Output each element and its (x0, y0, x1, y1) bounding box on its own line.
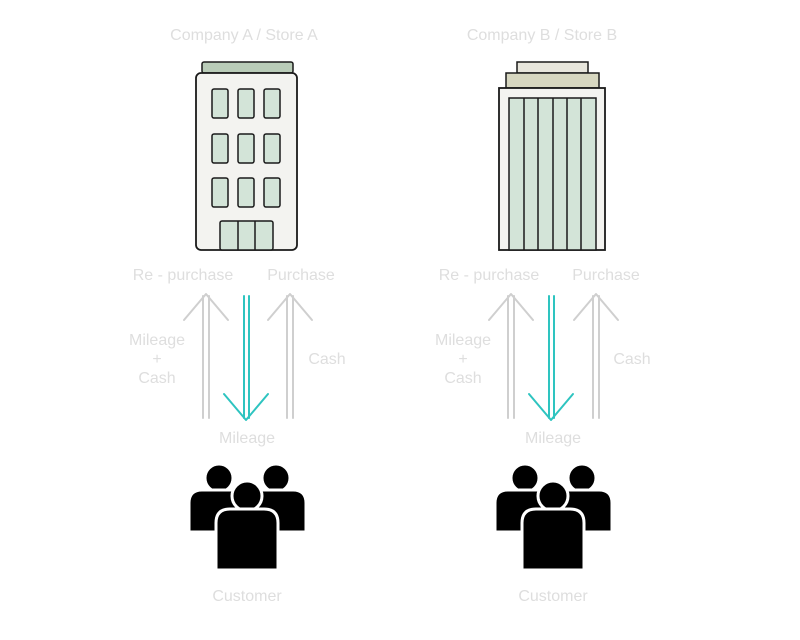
mileage-cash-label: Mileage + Cash (129, 331, 185, 388)
mileage-cash-line-1: Mileage (434, 332, 492, 349)
mileage-cash-line-2: + (152, 351, 162, 368)
company-label: Company A / Store A (170, 27, 318, 44)
purchase-arrow-icon (267, 293, 313, 419)
repurchase-arrow-icon (183, 293, 229, 419)
purchase-arrow-icon (573, 293, 619, 419)
mileage-cash-line-2: + (458, 351, 468, 368)
mileage-label: Mileage (218, 430, 276, 447)
customer-label: Customer (212, 588, 282, 605)
cash-label: Cash (613, 351, 651, 368)
customer-label: Customer (518, 588, 588, 605)
mileage-cash-line-3: Cash (138, 370, 176, 387)
company-label: Company B / Store B (466, 27, 618, 44)
mileage-arrow-icon (223, 295, 269, 421)
repurchase-label: Re - purchase (438, 267, 540, 284)
mileage-cash-line-1: Mileage (128, 332, 186, 349)
mileage-label: Mileage (524, 430, 582, 447)
purchase-label: Purchase (572, 267, 640, 284)
mileage-cash-label: Mileage + Cash (435, 331, 491, 388)
purchase-label: Purchase (267, 267, 335, 284)
repurchase-arrow-icon (488, 293, 534, 419)
cash-label: Cash (308, 351, 346, 368)
repurchase-label: Re - purchase (132, 267, 234, 284)
mileage-cash-line-3: Cash (444, 370, 482, 387)
mileage-arrow-icon (528, 295, 574, 421)
